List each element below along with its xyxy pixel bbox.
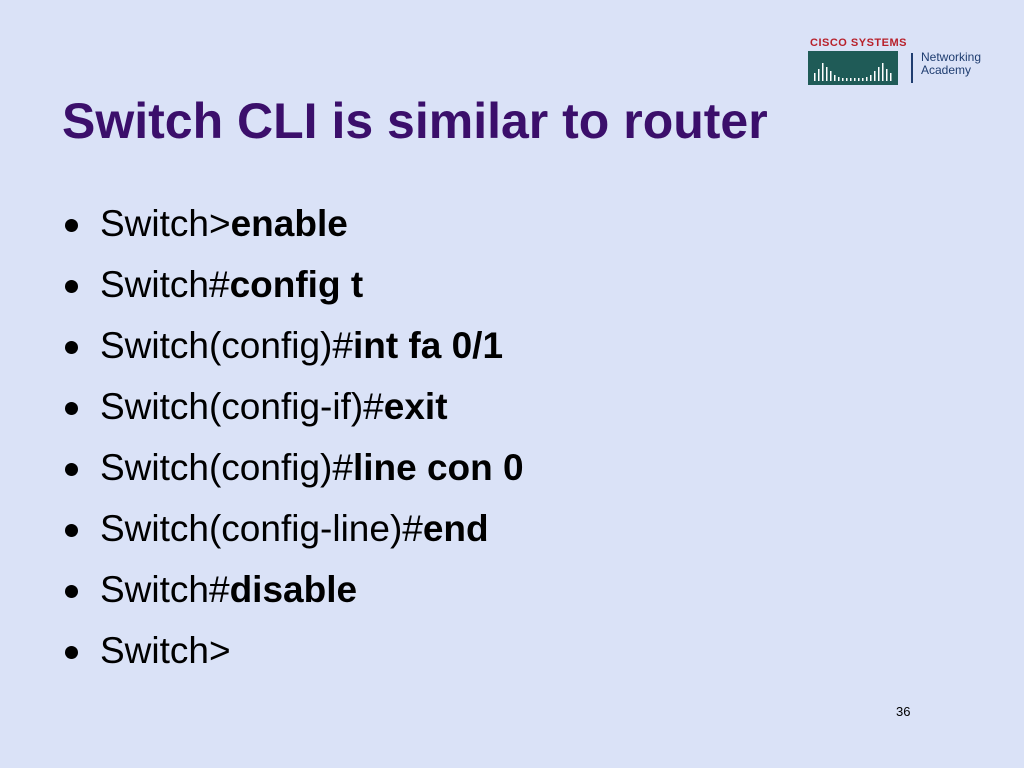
- logo-product-line-2: Academy: [921, 63, 972, 77]
- bullet-dot-icon: [65, 341, 78, 354]
- bullet-text: Switch(config)#int fa 0/1: [100, 315, 503, 376]
- bullet-text: Switch>: [100, 620, 231, 681]
- cli-prompt: Switch(config)#: [100, 325, 353, 366]
- cli-command: line con 0: [352, 447, 524, 488]
- logo-product-line-1: Networking: [921, 50, 982, 64]
- bullet-text: Switch>enable: [100, 193, 348, 254]
- bullet-text: Switch#disable: [100, 559, 357, 620]
- bullet-dot-icon: [65, 646, 78, 659]
- bullet-dot-icon: [65, 524, 78, 537]
- slide-number: 36: [896, 704, 911, 719]
- cli-prompt: Switch(config)#: [100, 447, 353, 488]
- logo-brand-text: CISCO SYSTEMS: [810, 37, 907, 49]
- bullet-text: Switch(config)#line con 0: [100, 437, 524, 498]
- cli-prompt: Switch>: [100, 630, 231, 671]
- cli-command: end: [422, 508, 489, 549]
- cli-command: enable: [230, 203, 348, 244]
- logo-divider: [911, 53, 913, 83]
- cli-prompt: Switch(config-if)#: [100, 386, 384, 427]
- cisco-networking-academy-logo: CISCO SYSTEMS: [808, 37, 998, 87]
- cli-prompt: Switch>: [100, 203, 231, 244]
- cli-command: exit: [383, 386, 448, 427]
- cli-prompt: Switch#: [100, 569, 230, 610]
- bullet-text: Switch(config-if)#exit: [100, 376, 448, 437]
- bullet-dot-icon: [65, 280, 78, 293]
- bullet-dot-icon: [65, 463, 78, 476]
- bullet-dot-icon: [65, 585, 78, 598]
- cli-command: config t: [229, 264, 364, 305]
- slide-title: Switch CLI is similar to router: [62, 93, 768, 149]
- bullet-dot-icon: [65, 402, 78, 415]
- bullet-text: Switch(config-line)#end: [100, 498, 489, 559]
- cli-command: int fa 0/1: [352, 325, 504, 366]
- cli-prompt: Switch#: [100, 264, 230, 305]
- cli-prompt: Switch(config-line)#: [100, 508, 423, 549]
- bullet-dot-icon: [65, 219, 78, 232]
- cli-command: disable: [229, 569, 358, 610]
- bullet-text: Switch#config t: [100, 254, 363, 315]
- cisco-bridge-icon: [808, 51, 898, 85]
